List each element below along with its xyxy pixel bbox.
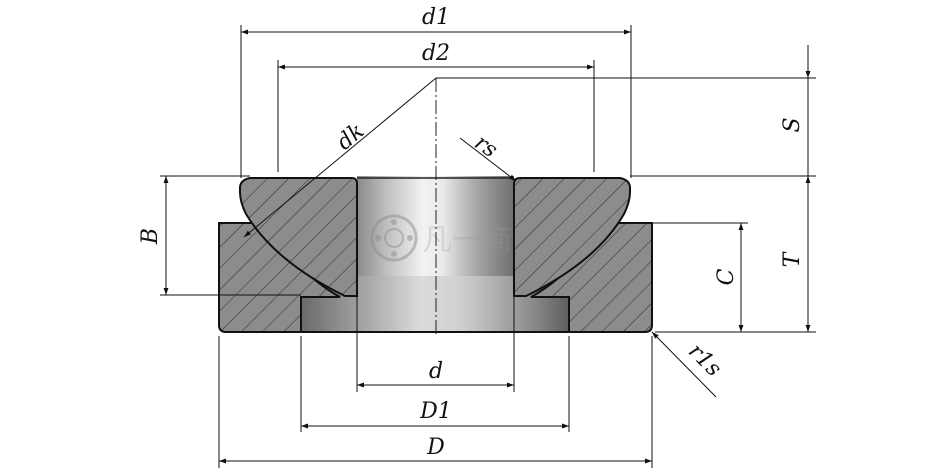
d-label: d [429,359,443,384]
r1s-label: r1s [683,339,726,382]
shaft-washer-right-section [513,177,631,297]
shaft-washer-left-section [239,177,358,297]
dk-leader-line [243,77,437,238]
d1-label: d1 [422,5,450,30]
dk-label: dk [332,119,369,156]
s-label: S [780,117,805,132]
rs-leader-line [459,137,517,182]
rs-label: rs [470,130,502,163]
t-label: T [780,250,805,267]
c-label: C [714,268,739,285]
d1-bore-label: D1 [419,399,452,424]
r1s-leader-line [651,331,717,398]
d2-label: d2 [422,41,450,66]
outer-d-label: D [426,435,445,460]
b-label: B [138,228,163,245]
watermark-logo-icon [370,214,418,262]
